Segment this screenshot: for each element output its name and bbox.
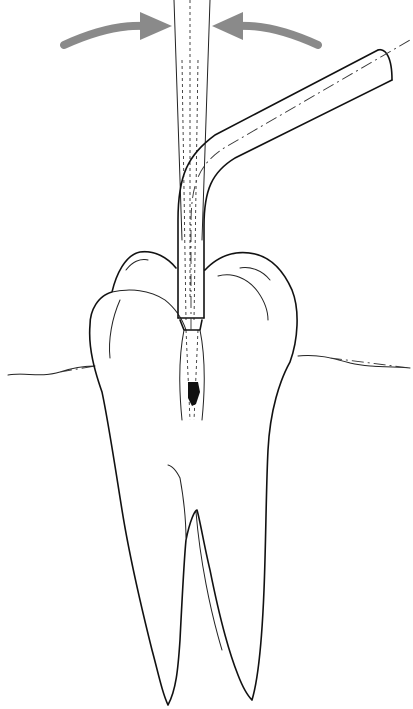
instrument-shaft	[178, 50, 378, 318]
canal-guides	[180, 330, 204, 420]
tooth	[90, 252, 297, 705]
right-curved-arrow-icon	[212, 12, 318, 45]
motion-arrows	[64, 12, 318, 45]
crown-contour	[112, 290, 186, 330]
instrument-tip-icon	[188, 382, 200, 406]
gum-line	[8, 355, 410, 375]
tooth-outline	[90, 252, 297, 705]
root-furcation	[180, 478, 186, 540]
bent-instrument	[178, 40, 410, 330]
left-curved-arrow-icon	[64, 12, 172, 45]
